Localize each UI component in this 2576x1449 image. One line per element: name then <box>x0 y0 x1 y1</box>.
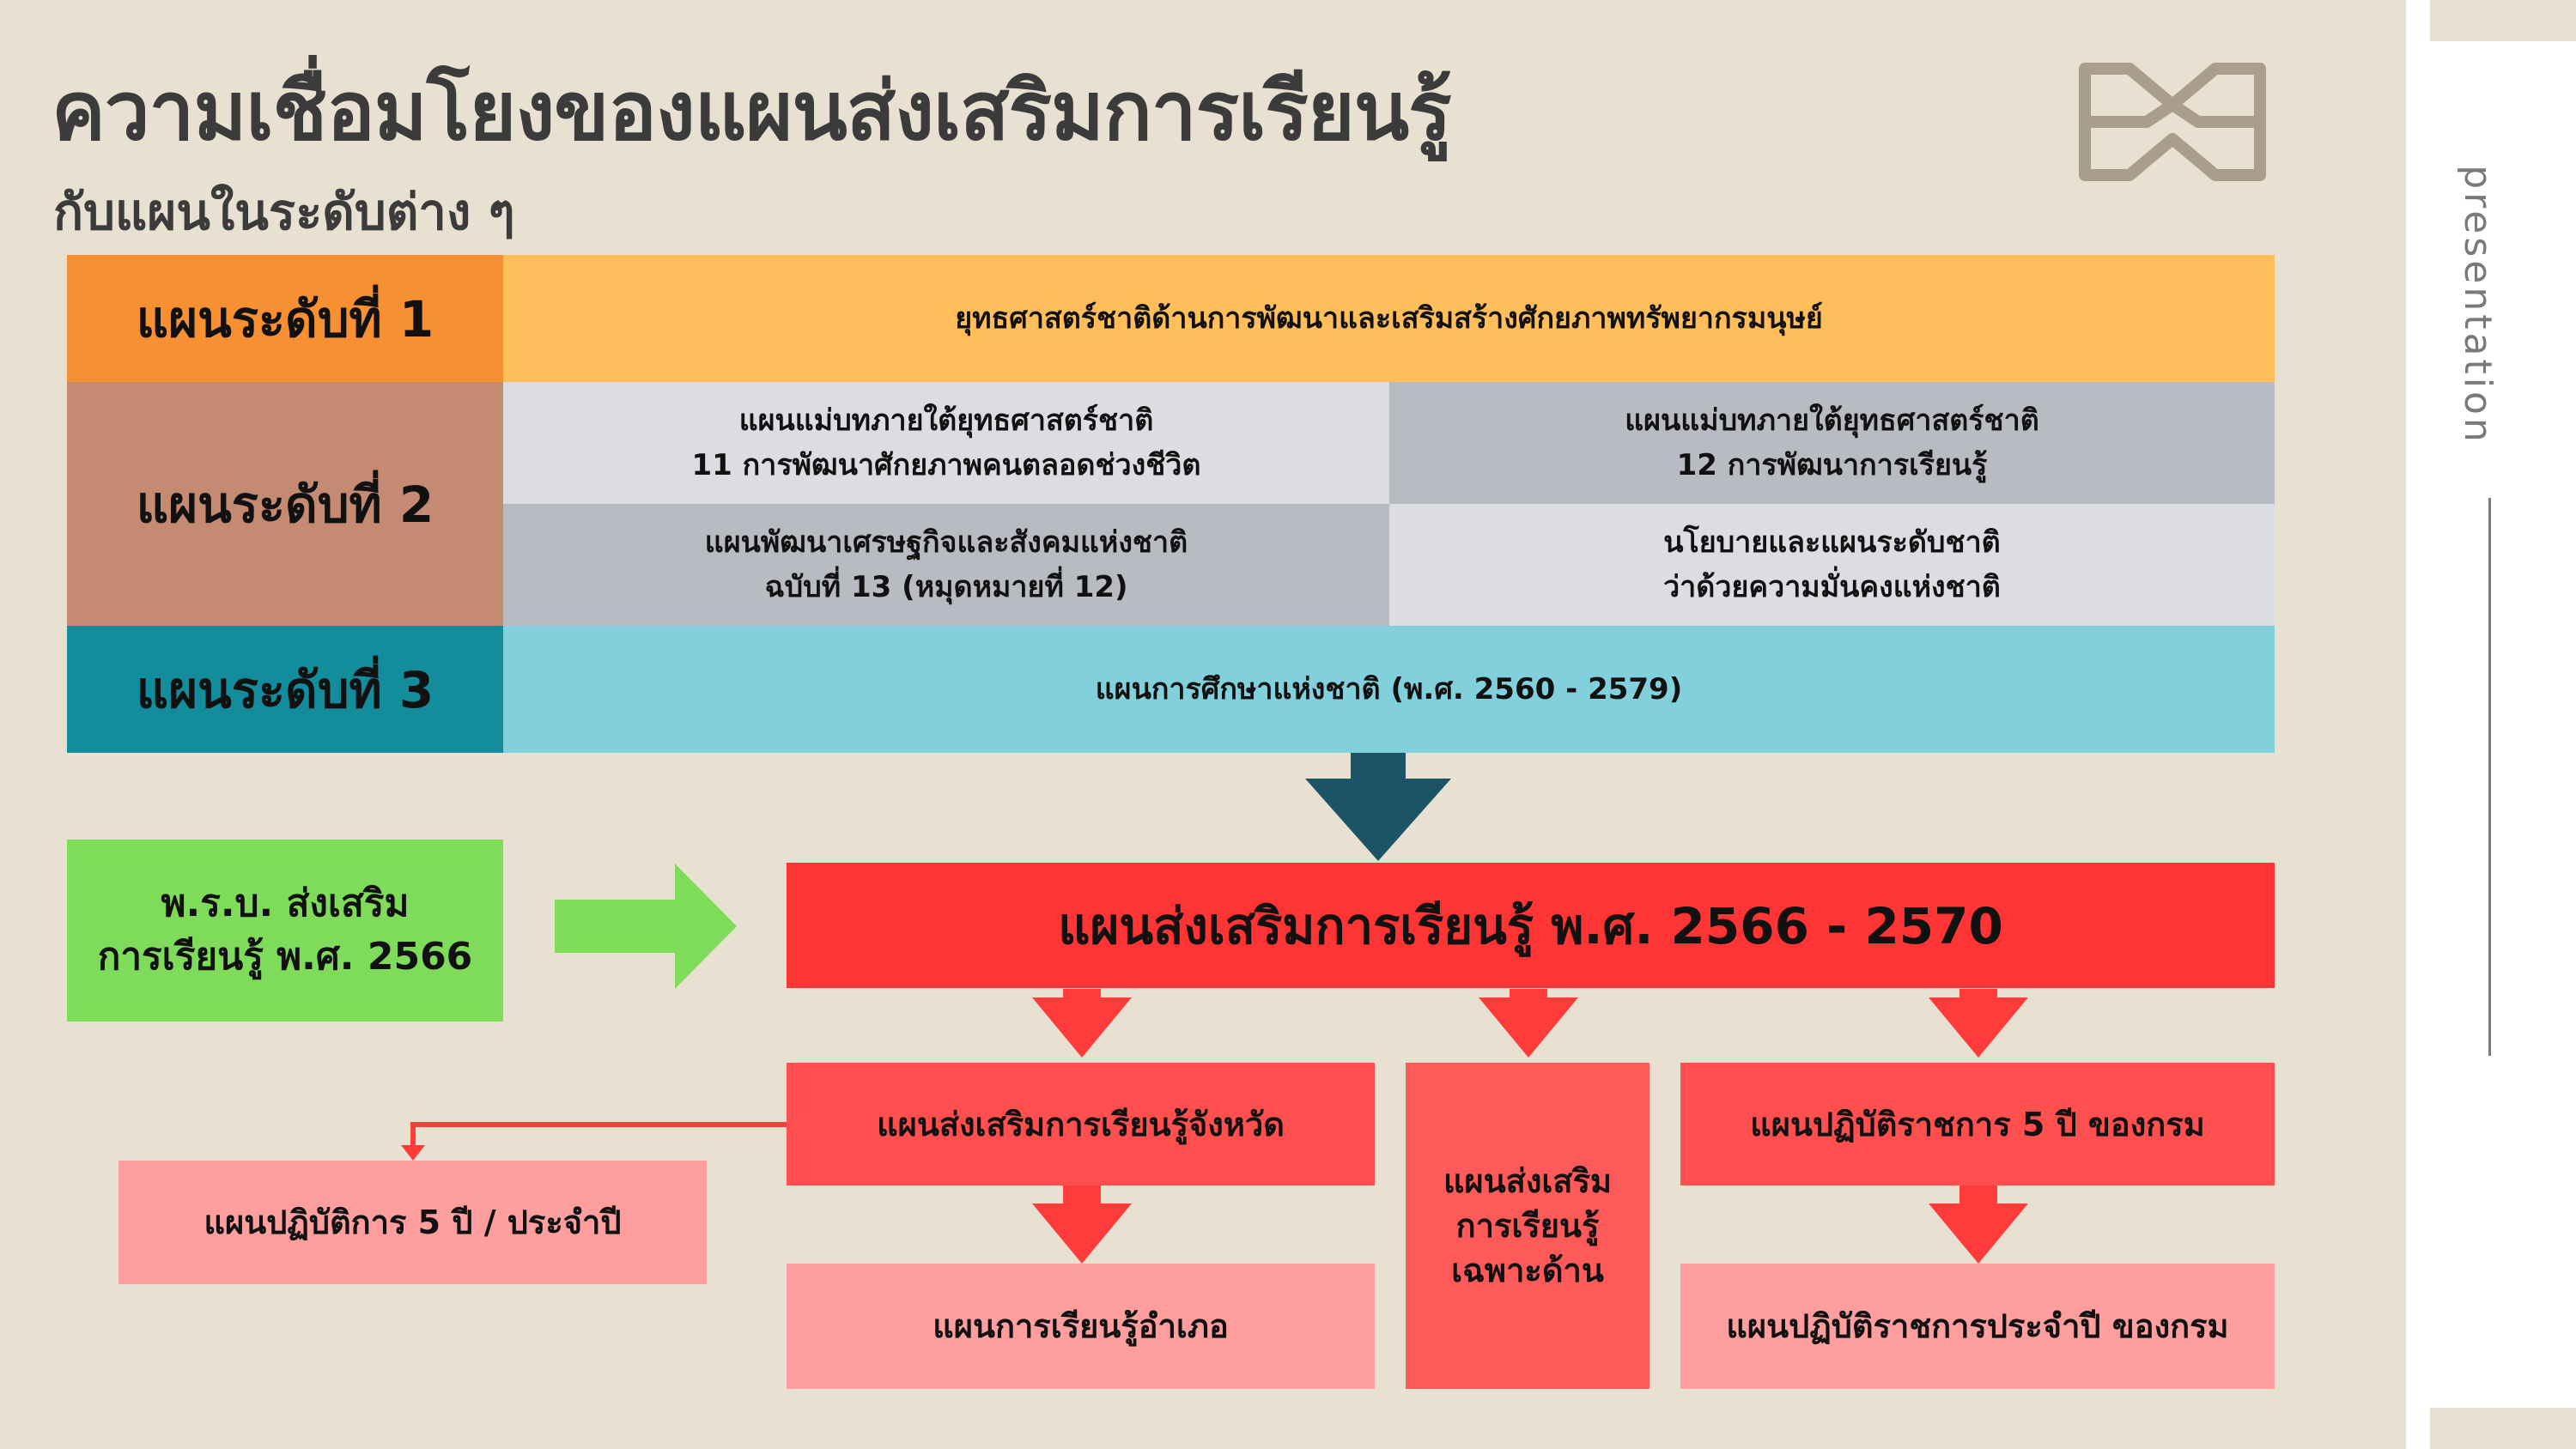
cell-line: ว่าด้วยความมั่นคงแห่งชาติ <box>1663 570 2001 604</box>
down-arrow-icon <box>1032 1203 1132 1264</box>
cell-line: 11 การพัฒนาศักยภาพคนตลอดช่วงชีวิต <box>691 448 1201 482</box>
act-box: พ.ร.บ. ส่งเสริม การเรียนรู้ พ.ศ. 2566 <box>67 840 503 1022</box>
specific-line: การเรียนรู้ <box>1455 1207 1600 1245</box>
arrow-stem <box>1063 1185 1101 1206</box>
act-line: พ.ร.บ. ส่งเสริม <box>161 882 410 925</box>
down-arrow-icon <box>1929 997 2028 1058</box>
connector-line <box>410 1122 787 1127</box>
down-arrow-icon <box>1929 1203 2028 1264</box>
page-title: ความเชื่อมโยงของแผนส่งเสริมการเรียนรู้ <box>52 65 1452 159</box>
level-2-label: แผนระดับที่ 2 <box>67 382 503 626</box>
level-1-content: ยุทธศาสตร์ชาติด้านการพัฒนาและเสริมสร้างศ… <box>503 255 2275 382</box>
right-arrow-icon <box>555 864 737 989</box>
arrow-stem <box>1063 989 1101 1001</box>
cell-line: 12 การพัฒนาการเรียนรู้ <box>1676 448 1988 482</box>
specific-line: เฉพาะด้าน <box>1451 1252 1604 1289</box>
cell-line: แผนแม่บทภายใต้ยุทธศาสตร์ชาติ <box>1625 403 2039 438</box>
department-5yr-plan-box: แผนปฏิบัติราชการ 5 ปี ของกรม <box>1680 1063 2275 1185</box>
act-line: การเรียนรู้ พ.ศ. 2566 <box>97 935 473 979</box>
connector-arrow-icon <box>401 1145 425 1161</box>
arrow-stem <box>1959 1185 1997 1206</box>
district-plan-box: แผนการเรียนรู้อำเภอ <box>787 1264 1375 1389</box>
page-subtitle: กับแผนในระดับต่าง ๆ <box>53 183 515 241</box>
level-2-cell-economic-plan: แผนพัฒนาเศรษฐกิจและสังคมแห่งชาติ ฉบับที่… <box>503 504 1389 626</box>
down-arrow-icon <box>1032 997 1132 1058</box>
cell-line: ฉบับที่ 13 (หมุดหมายที่ 12) <box>764 570 1128 604</box>
sidebar-divider <box>2488 498 2491 1056</box>
down-arrow-icon <box>1479 997 1578 1058</box>
cell-line: นโยบายและแผนระดับชาติ <box>1663 525 2001 560</box>
cell-line: แผนแม่บทภายใต้ยุทธศาสตร์ชาติ <box>738 403 1154 438</box>
arrow-stem <box>1959 989 1997 1001</box>
specific-line: แผนส่งเสริม <box>1443 1162 1613 1200</box>
specific-plan-box: แผนส่งเสริม การเรียนรู้ เฉพาะด้าน <box>1406 1063 1649 1389</box>
level-1-label: แผนระดับที่ 1 <box>67 255 503 382</box>
connector-line <box>410 1122 416 1148</box>
sidebar-tab-bottom <box>2430 1408 2576 1449</box>
department-annual-plan-box: แผนปฏิบัติราชการประจำปี ของกรม <box>1680 1264 2275 1389</box>
logo-icon <box>2079 63 2266 181</box>
main-plan-box: แผนส่งเสริมการเรียนรู้ พ.ศ. 2566 - 2570 <box>787 863 2275 988</box>
action-plan-box: แผนปฏิบัติการ 5 ปี / ประจำปี <box>118 1161 707 1284</box>
level-3-content: แผนการศึกษาแห่งชาติ (พ.ศ. 2560 - 2579) <box>503 626 2275 753</box>
sidebar-panel <box>2406 0 2576 1449</box>
province-plan-box: แผนส่งเสริมการเรียนรู้จังหวัด <box>787 1063 1375 1185</box>
level-2-cell-masterplan-12: แผนแม่บทภายใต้ยุทธศาสตร์ชาติ 12 การพัฒนา… <box>1389 382 2275 504</box>
level-2-cell-masterplan-11: แผนแม่บทภายใต้ยุทธศาสตร์ชาติ 11 การพัฒนา… <box>503 382 1389 504</box>
cell-line: แผนพัฒนาเศรษฐกิจและสังคมแห่งชาติ <box>704 525 1188 560</box>
sidebar-tab-top <box>2430 0 2576 41</box>
level-3-label: แผนระดับที่ 3 <box>67 626 503 753</box>
down-arrow-icon <box>1305 753 1451 861</box>
level-2-cell-security-policy: นโยบายและแผนระดับชาติ ว่าด้วยความมั่นคงแ… <box>1389 504 2275 626</box>
sidebar-label: presentation <box>2455 164 2500 446</box>
arrow-stem <box>1510 989 1547 1001</box>
